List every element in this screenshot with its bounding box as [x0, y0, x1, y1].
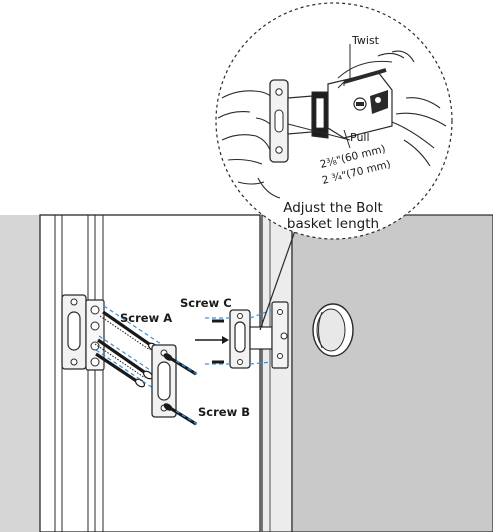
- screw-b-label: Screw B: [198, 405, 250, 419]
- screw-a-label: Screw A: [120, 311, 172, 325]
- bolt-body-detail: [287, 68, 393, 139]
- strike-plate-on-frame: [61, 294, 105, 371]
- screw-c-label: Screw C: [180, 296, 232, 310]
- pull-label: Pull: [350, 131, 370, 144]
- screw-a-third: [95, 352, 146, 388]
- door-frame-scene: [0, 214, 493, 532]
- twist-arrow-icon: [337, 44, 393, 82]
- pull-indicator: [287, 108, 351, 150]
- adjust-bolt-label-line1: Adjust the Bolt: [283, 200, 383, 216]
- twist-label: Twist: [351, 34, 380, 47]
- door-edge: [261, 214, 293, 532]
- latch-bolt-on-door: [195, 301, 289, 369]
- insert-arrow-icon: [195, 336, 229, 344]
- strike-plate-loose: [151, 344, 177, 418]
- bolt-faceplate-detail: [269, 79, 289, 163]
- door-face: [291, 214, 493, 532]
- door-bore-hole: [312, 303, 354, 357]
- callout-leader-line: [259, 227, 297, 331]
- screw-c-group: [205, 309, 273, 365]
- adjust-bolt-label-line2: basket length: [287, 216, 379, 232]
- screw-b-group: [163, 353, 201, 427]
- detail-callout-circle: Twist Pull 2³⁄₈"(60 mm) 2 ³⁄₄"(70 mm) Ad…: [215, 2, 453, 240]
